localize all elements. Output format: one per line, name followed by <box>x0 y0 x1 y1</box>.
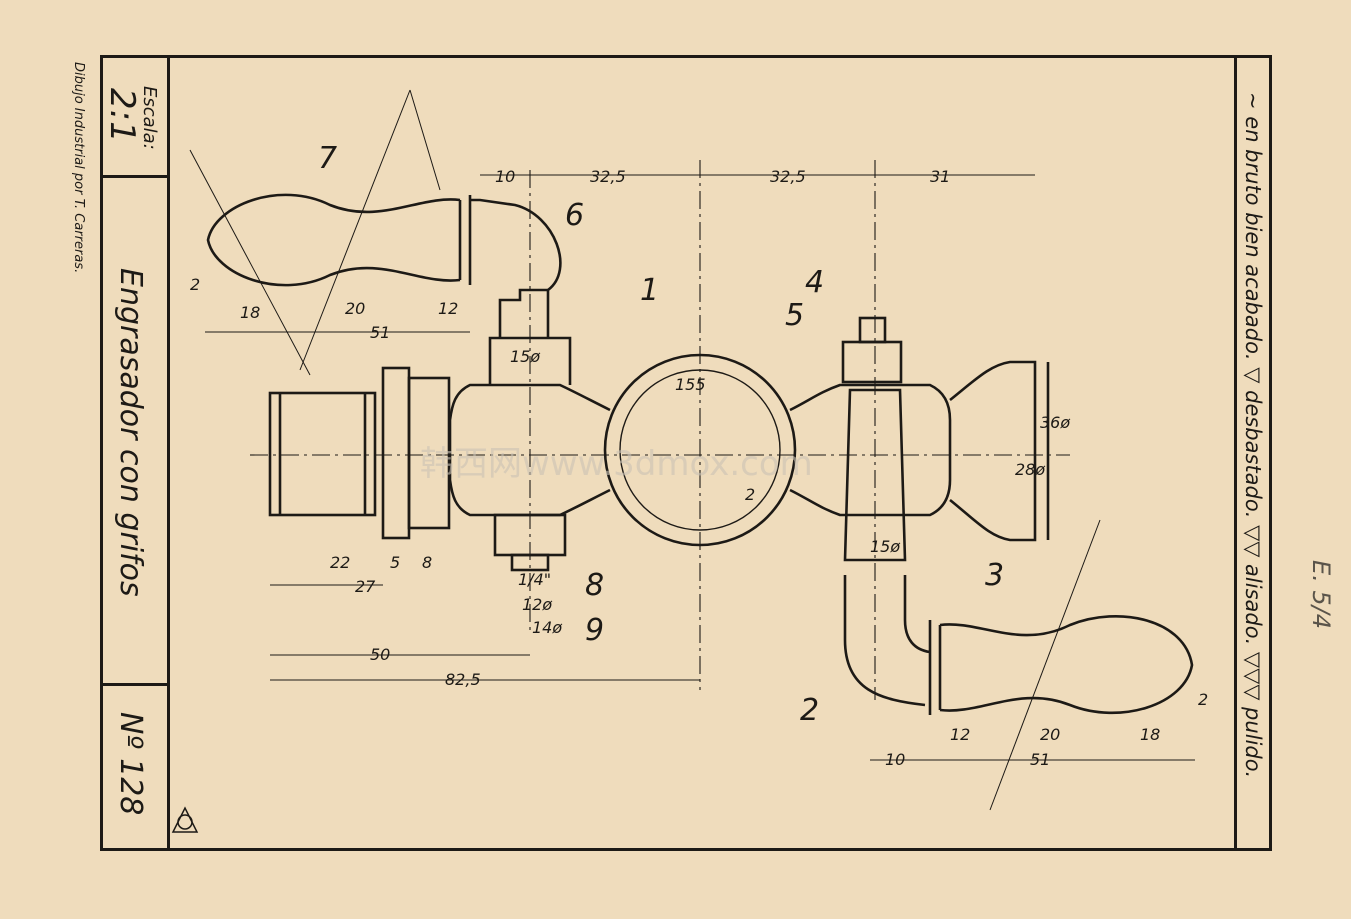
dim-bottom-27: 27 <box>355 577 376 596</box>
dim-top-2: 32,5 <box>590 167 626 186</box>
dim-rh-2: 2 <box>1198 690 1208 709</box>
part-5: 5 <box>785 298 804 333</box>
dim-rh-12: 12 <box>950 725 970 744</box>
dim-bottom-14: 14ø <box>532 618 562 637</box>
title-divider-top <box>100 175 170 178</box>
dim-valve-28: 28ø <box>1015 460 1045 479</box>
dim-body-155: 155 <box>675 375 706 394</box>
projection-symbol <box>171 806 199 833</box>
dim-lh-20: 20 <box>345 299 365 318</box>
dim-lh-2: 2 <box>190 275 200 294</box>
dim-rh-20: 20 <box>1040 725 1060 744</box>
part-4: 4 <box>805 265 824 300</box>
dim-valve-15: 15ø <box>870 537 900 556</box>
dim-top-4: 31 <box>930 167 950 186</box>
right-handle-grip <box>928 615 1194 715</box>
title-column <box>100 55 170 851</box>
left-handle-grip <box>206 193 472 287</box>
part-7: 7 <box>318 141 337 176</box>
dim-lh-18: 18 <box>240 303 260 322</box>
dim-rh-18: 18 <box>1140 725 1160 744</box>
left-flange <box>381 366 411 540</box>
part-1: 1 <box>640 273 659 308</box>
part-8: 8 <box>585 568 604 603</box>
left-handle-bend <box>470 198 562 292</box>
title-divider-bottom <box>100 683 170 686</box>
valve-top-nut <box>841 340 903 384</box>
drawing-frame <box>100 55 1272 851</box>
dim-top-3: 32,5 <box>770 167 806 186</box>
dim-valve-36: 36ø <box>1040 413 1070 432</box>
dim-bottom-825: 82,5 <box>445 670 481 689</box>
dim-lh-12: 12 <box>438 299 458 318</box>
dim-bottom-5: 5 <box>390 553 400 572</box>
part-9: 9 <box>585 613 604 648</box>
dim-body-45: 2 <box>745 485 755 504</box>
part-2: 2 <box>800 693 819 728</box>
dim-rh-51: 51 <box>1030 750 1050 769</box>
dim-body-15: 15ø <box>510 347 540 366</box>
dim-bottom-22: 22 <box>330 553 350 572</box>
dim-bottom-12: 12ø <box>522 595 552 614</box>
hex-nut <box>407 376 451 530</box>
valve-plug <box>843 388 907 562</box>
dim-bottom-quarter: 1/4" <box>518 570 551 589</box>
watermark: 韩西网www.3dmox.com <box>420 444 813 484</box>
right-neck-outline <box>789 383 952 517</box>
part-6: 6 <box>565 198 584 233</box>
right-outlet <box>949 360 1037 542</box>
dim-bottom-8: 8 <box>422 553 432 572</box>
right-handle-bend <box>843 575 931 707</box>
legend-column <box>1234 55 1272 851</box>
dim-top-1: 10 <box>495 167 515 186</box>
threaded-end <box>268 391 377 517</box>
part-3: 3 <box>985 558 1004 593</box>
dim-lh-51: 51 <box>370 323 390 342</box>
dim-rh-10: 10 <box>885 750 905 769</box>
dim-bottom-50: 50 <box>370 645 390 664</box>
